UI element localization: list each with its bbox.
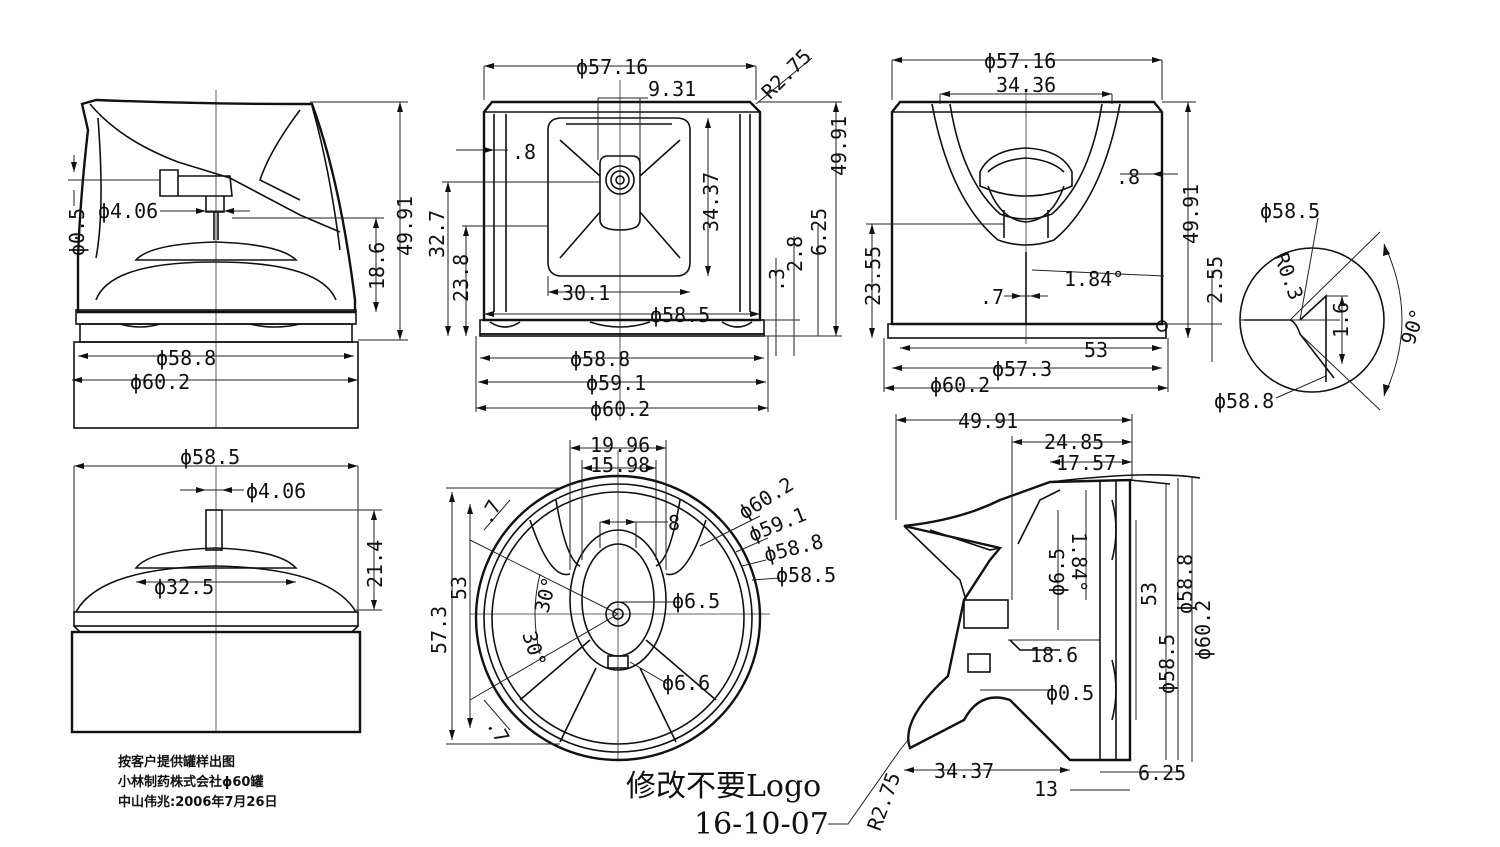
view-side-bottom-right: 49.91 24.85 17.57 ϕ6.5 1.84° 18.6 ϕ0.5 5… (828, 409, 1215, 834)
dim-h23-55: 23.55 (861, 246, 885, 306)
dim-d58-5-c: ϕ58.5 (180, 445, 240, 469)
dim-d60-2-e: ϕ60.2 (1191, 600, 1215, 660)
revision-note: 修改不要Logo (626, 769, 821, 804)
dim-d58-5-d: ϕ58.5 (776, 563, 836, 587)
dim-h21-4: 21.4 (363, 540, 387, 588)
dim-d58-5-a: ϕ58.5 (650, 303, 710, 327)
dim-d58-8-c: ϕ58.8 (1214, 389, 1274, 413)
dim-h-3: .3 (765, 268, 789, 292)
dim-d4-06-b: ϕ4.06 (246, 479, 306, 503)
dim-h2-55: 2.55 (1203, 256, 1227, 304)
dim-h-8-b: .8 (1116, 165, 1140, 189)
notes-block: 按客户提供罐样出图 小林制药株式会社ϕ60罐 中山伟兆:2006年7月26日 (118, 754, 278, 810)
dim-h1-84: 1.84° (1067, 532, 1091, 592)
dim-d0-5: ϕ0.5 (65, 208, 89, 256)
dim-w19-96: 19.96 (590, 433, 650, 457)
dim-d57-3-a: ϕ57.3 (992, 357, 1052, 381)
dim-h1-6: 1.6 (1329, 302, 1353, 338)
dim-d6-5-a: ϕ6.5 (672, 589, 720, 613)
dim-h49-91-a: 49.91 (393, 196, 417, 256)
dim-d0-5-b: ϕ0.5 (1046, 681, 1094, 705)
view-side-bottom-left: ϕ58.5 ϕ4.06 21.4 ϕ32.5 (70, 445, 387, 734)
dim-h32-7: 32.7 (425, 210, 449, 258)
dim-h-7-a: .7 (474, 496, 507, 529)
dim-d57-16-a: ϕ57.16 (576, 55, 648, 79)
dim-h6-25-b: 6.25 (1138, 761, 1186, 785)
dim-r0-3: R0.3 (1269, 250, 1308, 303)
dim-d58-5-e: ϕ58.5 (1155, 634, 1179, 694)
note-line-3: 中山伟兆:2006年7月26日 (118, 794, 278, 810)
dim-a30-a: 30° (530, 574, 562, 615)
view-rear: ϕ57.16 34.36 .8 49.91 23.55 1.84° .7 2.5… (861, 49, 1227, 397)
dim-w53: 53 (1084, 338, 1108, 362)
dim-d58-5-b: ϕ58.5 (1260, 199, 1320, 223)
dim-d6-5-b: ϕ6.5 (1045, 548, 1069, 596)
dim-d58-8: ϕ58.8 (156, 346, 216, 370)
note-line-2: 小林制药株式会社ϕ60罐 (118, 774, 263, 790)
dim-d4-06-a: ϕ4.06 (98, 199, 158, 223)
dim-h53-a: 53 (447, 576, 471, 600)
dim-h49-91-c: 49.91 (1179, 184, 1203, 244)
dim-d60-2-c: ϕ60.2 (930, 373, 990, 397)
dim-w-7: .7 (980, 285, 1004, 309)
dim-h6-25-a: 6.25 (807, 208, 831, 256)
revision-block: 修改不要Logo 16-10-07 (626, 769, 829, 842)
dim-w17-57: 17.57 (1056, 451, 1116, 475)
dim-h34-37-a: 34.37 (699, 172, 723, 232)
dim-h53-b: 53 (1137, 582, 1161, 606)
dim-d32-5: ϕ32.5 (154, 575, 214, 599)
dim-d60-2: ϕ60.2 (130, 370, 190, 394)
dim-a30-b: 30° (517, 628, 551, 670)
dim-w34-37: 34.37 (934, 759, 994, 783)
view-side-top-left: ϕ58.8 ϕ60.2 49.91 18.6 ϕ0.5 ϕ4.06 (65, 90, 417, 429)
dim-w15-98: 15.98 (590, 453, 650, 477)
dim-a1-84-a: 1.84° (1064, 267, 1124, 291)
dim-r2-75-b: R2.75 (862, 769, 905, 834)
dim-h2-8: 2.8 (783, 236, 807, 272)
revision-date: 16-10-07 (694, 807, 829, 842)
dim-d6-6: ϕ6.6 (662, 671, 710, 695)
dim-d58-8-e: ϕ58.8 (1173, 554, 1197, 614)
dim-w30-1: 30.1 (562, 281, 610, 305)
dim-w8: 8 (668, 511, 680, 535)
dim-h18-6-b: 18.6 (1030, 643, 1078, 667)
dim-d58-8-b: ϕ58.8 (570, 347, 630, 371)
view-front: ϕ57.16 9.31 R2.75 34.37 30.1 32.7 23.8 .… (425, 44, 851, 421)
dim-d59-1-a: ϕ59.1 (586, 371, 646, 395)
dim-h57-3: 57.3 (427, 606, 451, 654)
dim-d60-2-b: ϕ60.2 (590, 397, 650, 421)
dim-w13: 13 (1034, 777, 1058, 801)
dim-h-8-a: .8 (512, 140, 536, 164)
dim-h49-91-b: 49.91 (827, 116, 851, 176)
dim-d57-16-b: ϕ57.16 (984, 49, 1056, 73)
dim-h18-6: 18.6 (365, 242, 389, 290)
dim-w49-91: 49.91 (958, 409, 1018, 433)
note-line-1: 按客户提供罐样出图 (118, 754, 235, 770)
view-bottom: 30° 30° 19.96 15.98 8 ϕ6.5 ϕ6.6 ϕ60.2 ϕ5… (427, 433, 836, 762)
dim-a90: 90° (1396, 306, 1430, 348)
dim-w24-85: 24.85 (1044, 430, 1104, 454)
dim-w9-31: 9.31 (648, 77, 696, 101)
dim-w34-36: 34.36 (996, 73, 1056, 97)
dim-r2-75-a: R2.75 (757, 44, 817, 104)
dim-h23-8: 23.8 (449, 254, 473, 302)
view-detail-circle: 90° ϕ58.5 R0.3 1.6 ϕ58.8 (1214, 199, 1430, 413)
dim-h-7-b: .7 (482, 715, 515, 748)
